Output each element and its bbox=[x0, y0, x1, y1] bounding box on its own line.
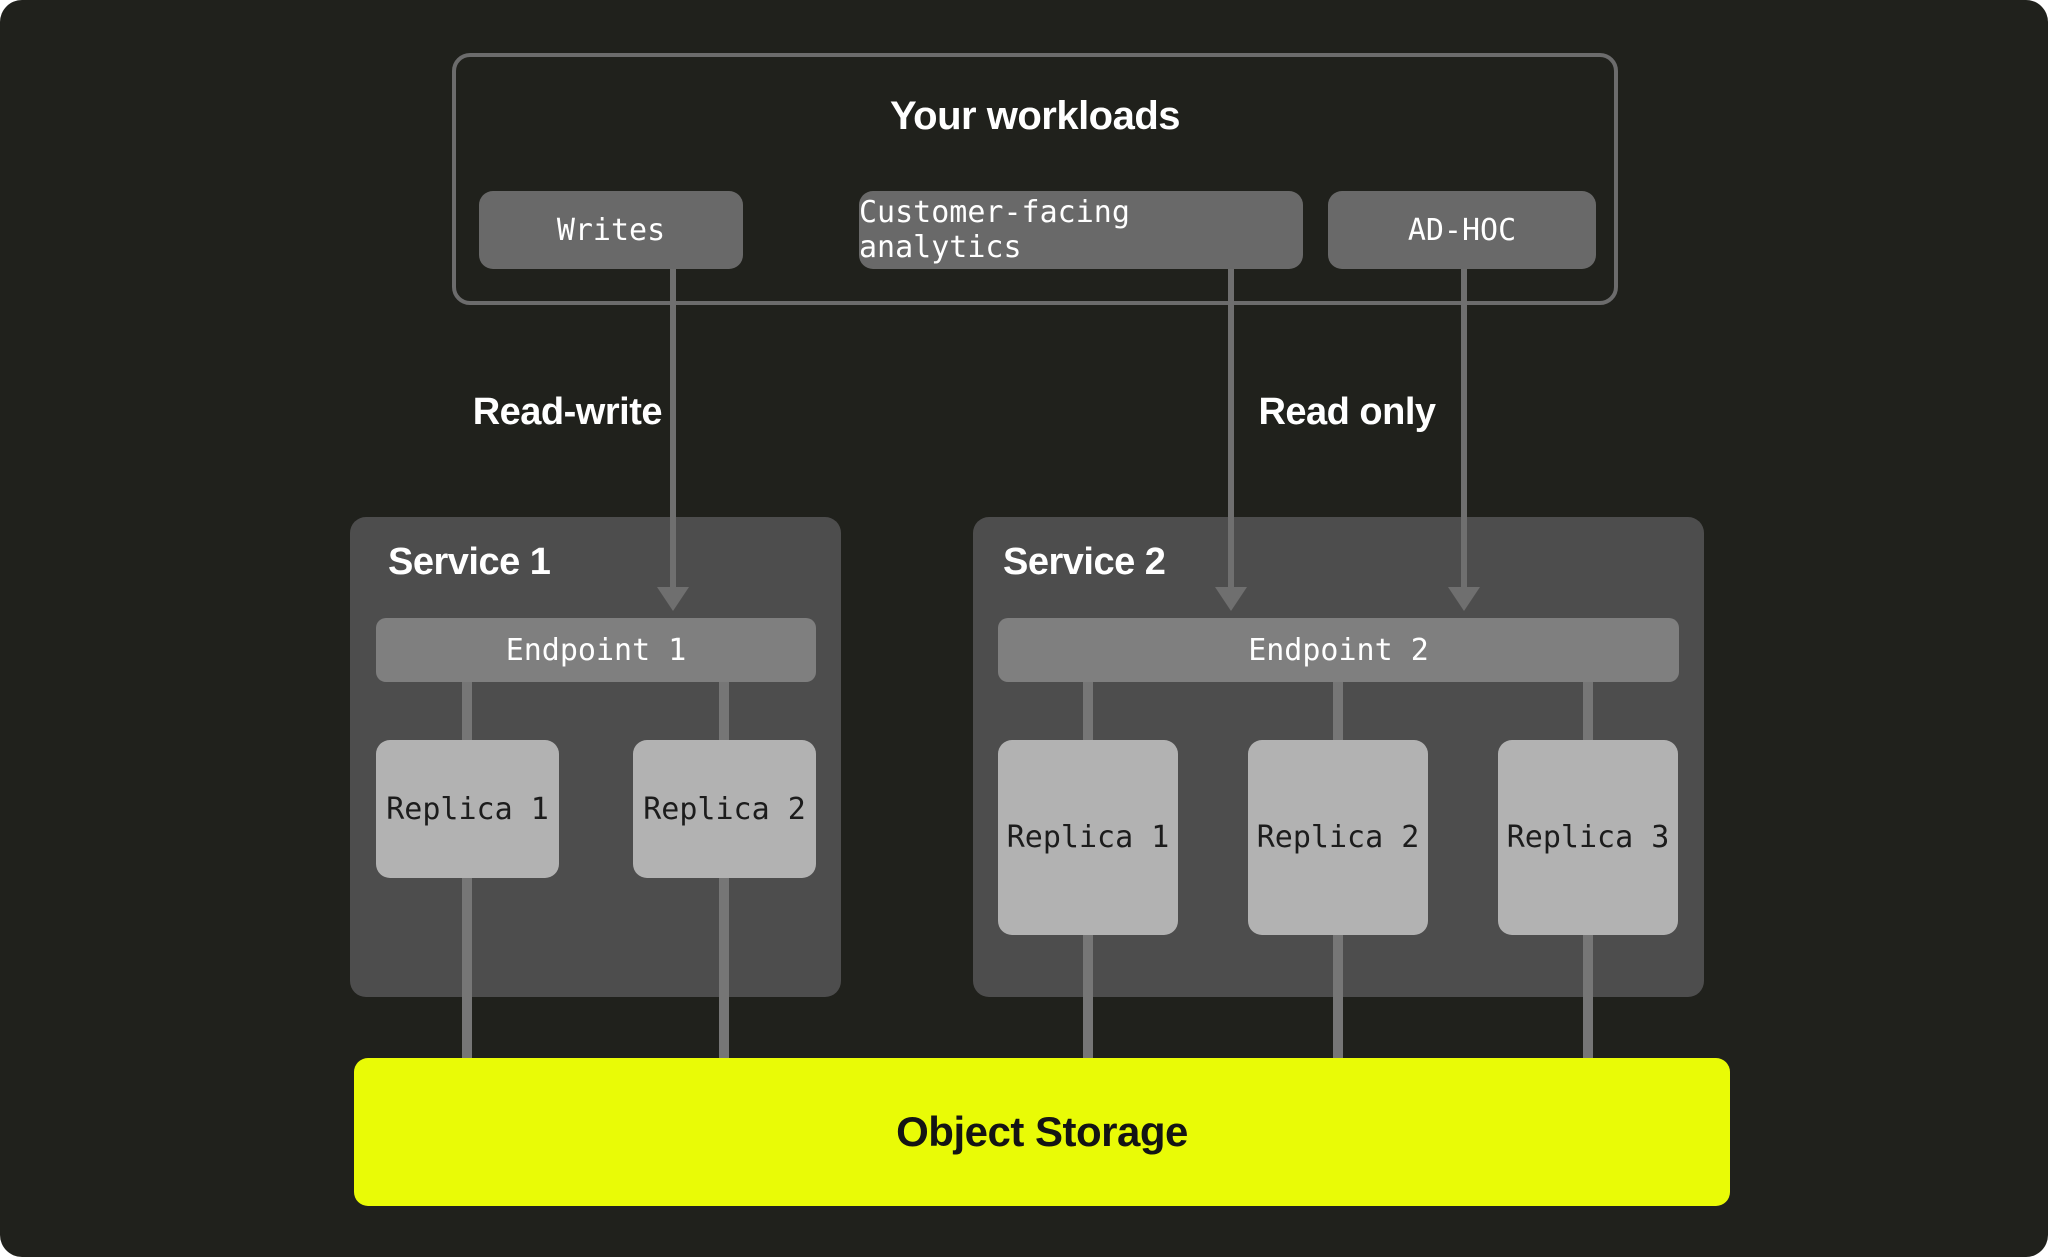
service-1-replica-1-node: Replica 1 bbox=[376, 740, 559, 878]
arrow-adhoc-to-endpoint2 bbox=[1461, 269, 1467, 589]
service-2-replica-3-node: Replica 3 bbox=[1498, 740, 1678, 935]
connector-endpoint2-replica3 bbox=[1583, 682, 1593, 740]
read-only-label: Read only bbox=[1258, 391, 1436, 433]
service-2-title: Service 2 bbox=[1003, 541, 1166, 583]
endpoint-1-node: Endpoint 1 bbox=[376, 618, 816, 682]
connector-s2-replica2-storage bbox=[1333, 935, 1343, 1058]
connector-endpoint2-replica1 bbox=[1083, 682, 1093, 740]
workload-node-writes: Writes bbox=[479, 191, 743, 269]
arrowhead-writes-icon bbox=[657, 587, 689, 611]
connector-s1-replica2-storage bbox=[719, 878, 729, 1058]
connector-endpoint1-replica1 bbox=[462, 682, 472, 740]
arrowhead-adhoc-icon bbox=[1448, 587, 1480, 611]
connector-s2-replica1-storage bbox=[1083, 935, 1093, 1058]
arrow-writes-to-endpoint1 bbox=[670, 269, 676, 589]
connector-endpoint1-replica2 bbox=[719, 682, 729, 740]
arrow-analytics-to-endpoint2 bbox=[1228, 269, 1234, 589]
service-1-title: Service 1 bbox=[388, 541, 551, 583]
connector-endpoint2-replica2 bbox=[1333, 682, 1343, 740]
service-1-replica-2-node: Replica 2 bbox=[633, 740, 816, 878]
read-write-label: Read-write bbox=[472, 391, 663, 433]
service-2-replica-1-node: Replica 1 bbox=[998, 740, 1178, 935]
object-storage-node: Object Storage bbox=[354, 1058, 1730, 1206]
workloads-title: Your workloads bbox=[889, 94, 1181, 138]
workloads-group-box bbox=[452, 53, 1618, 305]
arrowhead-analytics-icon bbox=[1215, 587, 1247, 611]
connector-s2-replica3-storage bbox=[1583, 935, 1593, 1058]
endpoint-2-node: Endpoint 2 bbox=[998, 618, 1679, 682]
service-2-replica-2-node: Replica 2 bbox=[1248, 740, 1428, 935]
workload-node-ad-hoc: AD-HOC bbox=[1328, 191, 1596, 269]
workload-node-customer-facing-analytics: Customer-facing analytics bbox=[859, 191, 1303, 269]
connector-s1-replica1-storage bbox=[462, 878, 472, 1058]
